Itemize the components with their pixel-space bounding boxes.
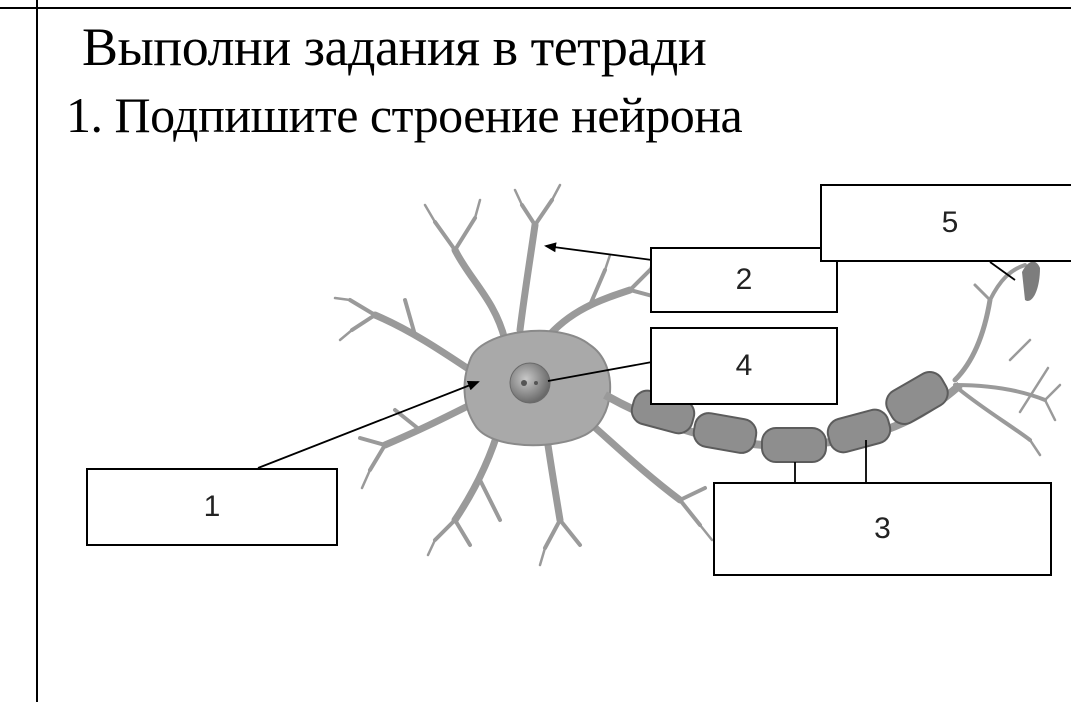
page-title: Выполни задания в тетради — [82, 17, 707, 77]
page-top-border — [0, 7, 1071, 9]
myelin-sheath — [630, 371, 949, 463]
synaptic-terminal — [1022, 261, 1040, 301]
label-box-3[interactable]: 3 — [713, 482, 1052, 576]
label-number-3: 3 — [874, 512, 891, 545]
label-box-5[interactable]: 5 — [820, 184, 1071, 262]
label-number-5: 5 — [941, 206, 959, 239]
task-heading: 1. Подпишите строение нейрона — [66, 87, 743, 143]
label-number-2: 2 — [735, 263, 753, 296]
axon — [603, 371, 963, 463]
label-box-4[interactable]: 4 — [650, 327, 838, 405]
label-box-2[interactable]: 2 — [650, 247, 838, 313]
label-box-1[interactable]: 1 — [86, 468, 338, 546]
pointer-lines — [257, 242, 1016, 482]
nucleus — [509, 362, 551, 404]
page-left-border — [36, 0, 38, 702]
label-number-4: 4 — [735, 349, 753, 382]
axon-terminals — [952, 263, 1062, 457]
label-number-1: 1 — [203, 490, 221, 523]
